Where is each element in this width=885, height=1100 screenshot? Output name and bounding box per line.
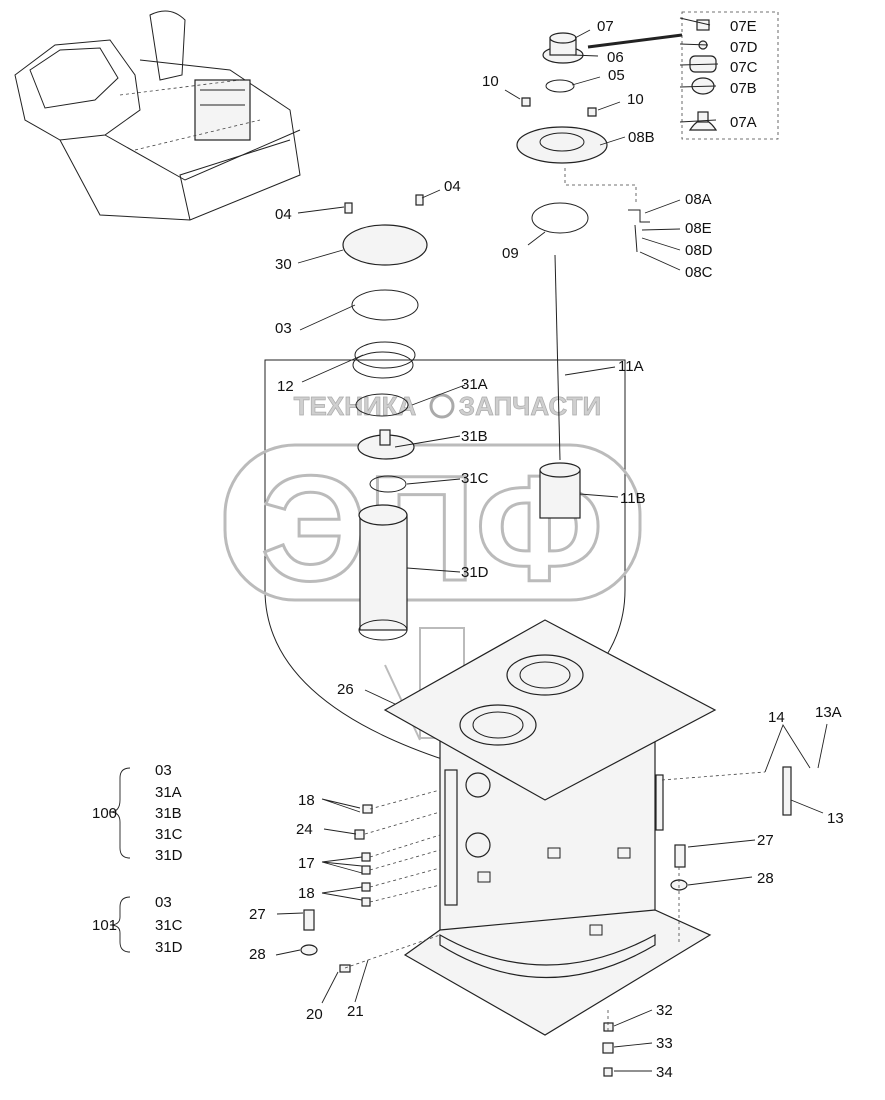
label-11A: 11A bbox=[618, 358, 644, 375]
fittings bbox=[300, 789, 688, 1077]
kit-101-item: 03 bbox=[155, 894, 172, 911]
label-08B: 08B bbox=[628, 129, 655, 146]
label-33: 33 bbox=[656, 1035, 673, 1052]
label-13: 13 bbox=[827, 810, 844, 827]
label-18-lower: 18 bbox=[298, 885, 315, 902]
label-07C: 07C bbox=[730, 59, 758, 76]
label-18-upper: 18 bbox=[298, 792, 315, 809]
label-04-left: 04 bbox=[275, 206, 292, 223]
label-08A: 08A bbox=[685, 191, 712, 208]
label-04-right: 04 bbox=[444, 178, 461, 195]
cap-assembly bbox=[516, 32, 650, 253]
label-21: 21 bbox=[347, 1003, 364, 1020]
kit-101-id: 101 bbox=[92, 917, 117, 934]
part-labels: 07 06 05 10 10 08B 07E 07D 07C 07B 07A 0… bbox=[249, 18, 844, 1081]
watermark-company: ТЕХНИКА bbox=[294, 391, 417, 421]
gear-icon bbox=[429, 393, 455, 419]
label-05: 05 bbox=[608, 67, 625, 84]
label-31A: 31A bbox=[461, 376, 488, 393]
label-20: 20 bbox=[306, 1006, 323, 1023]
leader-lines bbox=[109, 17, 828, 1072]
label-08E: 08E bbox=[685, 220, 712, 237]
kit-100: 100 03 31A 31B 31C 31D bbox=[92, 762, 183, 864]
label-10-left: 10 bbox=[482, 73, 499, 90]
label-12: 12 bbox=[277, 378, 294, 395]
label-28-left: 28 bbox=[249, 946, 266, 963]
label-09: 09 bbox=[502, 245, 519, 262]
label-34: 34 bbox=[656, 1064, 673, 1081]
hydraulic-tank bbox=[383, 619, 792, 1036]
kit-100-item: 31C bbox=[155, 826, 183, 843]
label-13A: 13A bbox=[815, 704, 842, 721]
label-28-right: 28 bbox=[757, 870, 774, 887]
label-11B: 11B bbox=[620, 490, 646, 507]
kit-101-item: 31D bbox=[155, 939, 183, 956]
label-30: 30 bbox=[275, 256, 292, 273]
label-07A: 07A bbox=[730, 114, 757, 131]
label-07E: 07E bbox=[730, 18, 757, 35]
kit-101-item: 31C bbox=[155, 917, 183, 934]
label-31B: 31B bbox=[461, 428, 488, 445]
label-08C: 08C bbox=[685, 264, 713, 281]
kit-100-item: 31B bbox=[155, 805, 182, 822]
watermark-company2: ЗАПЧАСТИ bbox=[459, 391, 602, 421]
label-31D: 31D bbox=[461, 564, 489, 581]
label-17: 17 bbox=[298, 855, 315, 872]
excavator-overview bbox=[14, 10, 301, 221]
kit-101: 101 03 31C 31D bbox=[92, 894, 183, 956]
detail-box-07 bbox=[587, 11, 779, 140]
label-07D: 07D bbox=[730, 39, 758, 56]
kit-100-item: 03 bbox=[155, 762, 172, 779]
label-24: 24 bbox=[296, 821, 313, 838]
label-10-right: 10 bbox=[627, 91, 644, 108]
label-31C: 31C bbox=[461, 470, 489, 487]
kit-100-item: 31D bbox=[155, 847, 183, 864]
label-07: 07 bbox=[597, 18, 614, 35]
label-07B: 07B bbox=[730, 80, 757, 97]
label-32: 32 bbox=[656, 1002, 673, 1019]
label-27-right: 27 bbox=[757, 832, 774, 849]
label-27-left: 27 bbox=[249, 906, 266, 923]
label-03: 03 bbox=[275, 320, 292, 337]
label-26: 26 bbox=[337, 681, 354, 698]
label-14: 14 bbox=[768, 709, 785, 726]
kit-100-id: 100 bbox=[92, 805, 117, 822]
filter-components bbox=[342, 194, 581, 641]
kit-100-item: 31A bbox=[155, 784, 182, 801]
label-08D: 08D bbox=[685, 242, 713, 259]
label-06: 06 bbox=[607, 49, 624, 66]
